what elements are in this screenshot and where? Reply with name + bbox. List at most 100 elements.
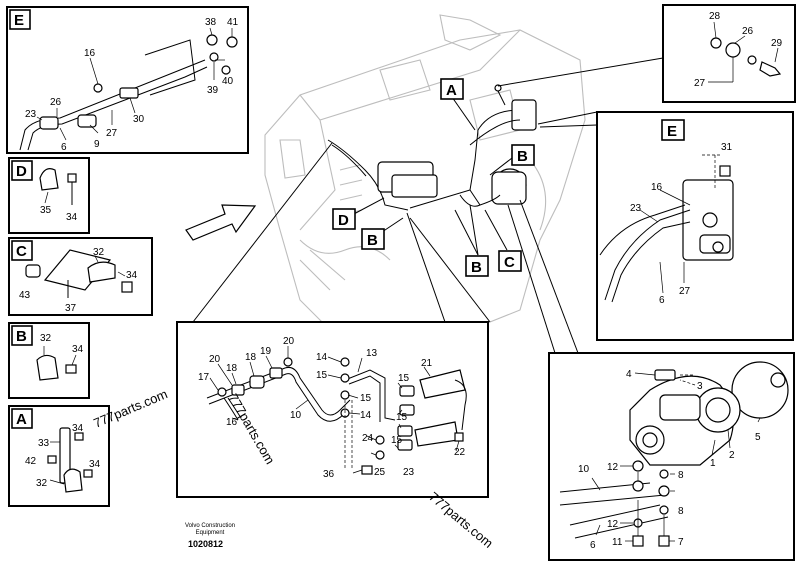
label-27: 27	[694, 78, 706, 89]
detail-center: 20 19 18 20 18 17 14 13 15 21 15 10 15 1…	[176, 321, 489, 498]
label-26: 26	[742, 26, 754, 37]
label-19: 18	[245, 352, 257, 363]
label-15: 15	[360, 393, 372, 404]
label-12: 12	[607, 519, 619, 530]
callout-b-left-box	[361, 228, 385, 250]
label-34: 34	[72, 344, 84, 355]
callout-b-upper-box	[511, 144, 535, 166]
label-17: 17	[198, 372, 210, 383]
detail-e-right: E 31 16 23 6 27	[596, 111, 794, 341]
label-30: 30	[133, 114, 145, 125]
label-2: 2	[729, 450, 735, 461]
detail-d-letter: D	[16, 163, 27, 180]
label-32: 32	[93, 247, 105, 258]
company-name: Volvo Construction Equipment	[180, 523, 240, 537]
label-34: 34	[72, 423, 84, 434]
label-10: 10	[290, 410, 302, 421]
label-14: 14	[360, 410, 372, 421]
label-42: 42	[25, 456, 37, 467]
label-13: 13	[366, 348, 378, 359]
callout-a: A	[446, 82, 457, 99]
label-7: 7	[678, 537, 684, 548]
label-15: 15	[398, 373, 410, 384]
label-29: 29	[771, 38, 783, 49]
detail-c: C 32 34 43 37	[8, 237, 153, 316]
label-15: 15	[316, 370, 328, 381]
callout-c-box	[498, 250, 522, 272]
label-16: 16	[84, 48, 96, 59]
label-27: 27	[679, 286, 691, 297]
label-22: 22	[454, 447, 466, 458]
label-16: 16	[226, 417, 238, 428]
detail-a-letter: A	[16, 411, 27, 428]
drawing-number: 1020812	[188, 539, 224, 549]
label-23: 23	[403, 467, 415, 478]
label-28: 28	[709, 11, 721, 22]
label-21: 21	[421, 358, 433, 369]
label-20: 20	[283, 336, 295, 347]
callout-b-upper: B	[517, 148, 528, 165]
label-32: 32	[40, 333, 52, 344]
label-43: 43	[19, 290, 31, 301]
label-3: 3	[697, 381, 703, 392]
label-37: 37	[65, 303, 77, 314]
frame-leaders	[192, 57, 664, 354]
label-8: 8	[678, 506, 684, 517]
detail-e-top: E 38 41 16 40 39 26 23 30 27 9 6	[6, 6, 249, 154]
callout-b-left: B	[367, 232, 378, 249]
detail-d: D 35 34	[8, 157, 90, 234]
label-16: 16	[651, 182, 663, 193]
label-25: 25	[374, 467, 386, 478]
label-23: 23	[630, 203, 642, 214]
label-20: 19	[260, 346, 272, 357]
detail-e-right-letter: E	[667, 123, 677, 140]
label-14: 14	[316, 352, 328, 363]
main-assembly	[327, 84, 537, 211]
watermark-bottom: 777parts.com	[426, 489, 496, 551]
callout-b-lower: B	[471, 259, 482, 276]
label-5: 5	[755, 432, 761, 443]
label-8: 8	[678, 470, 684, 481]
label-38: 38	[205, 17, 217, 28]
label-34: 34	[89, 459, 101, 470]
label-34: 34	[66, 212, 78, 223]
label-15: 15	[391, 435, 403, 446]
callout-c: C	[504, 254, 515, 271]
callouts: A B D B B C	[332, 78, 535, 277]
label-32: 32	[36, 478, 48, 489]
detail-e-top-letter: E	[14, 12, 24, 29]
detail-top-right: 28 26 29 27	[662, 4, 796, 103]
label-24: 24	[362, 433, 374, 444]
label-15: 15	[396, 412, 408, 423]
direction-arrow	[185, 204, 257, 241]
label-9: 9	[94, 139, 100, 150]
label-27: 27	[106, 128, 118, 139]
label-10: 10	[578, 464, 590, 475]
detail-a: A 34 33 42 34 32	[8, 405, 110, 507]
label-6: 6	[659, 295, 665, 306]
label-41: 41	[227, 17, 239, 28]
engine-sketch	[264, 14, 586, 331]
label-34: 34	[126, 270, 138, 281]
callout-a-box	[440, 78, 464, 100]
label-6: 6	[61, 142, 67, 153]
label-23: 23	[25, 109, 37, 120]
company-line-2: Equipment	[195, 530, 225, 536]
detail-b-letter: B	[16, 328, 27, 345]
callout-b-lower-box	[465, 255, 489, 277]
company-line-1: Volvo Construction	[184, 523, 236, 529]
label-26: 26	[50, 97, 62, 108]
label-12: 12	[607, 462, 619, 473]
label-33: 33	[38, 438, 50, 449]
label-36: 36	[323, 469, 335, 480]
callout-d-box	[332, 208, 356, 230]
label-39: 39	[207, 85, 219, 96]
label-18: 20	[209, 354, 221, 365]
label-6: 6	[590, 540, 596, 551]
label-18: 18	[226, 363, 238, 374]
label-4: 4	[626, 369, 632, 380]
detail-b: B 32 34	[8, 322, 90, 399]
label-11: 11	[612, 537, 623, 548]
label-31: 31	[721, 142, 733, 153]
